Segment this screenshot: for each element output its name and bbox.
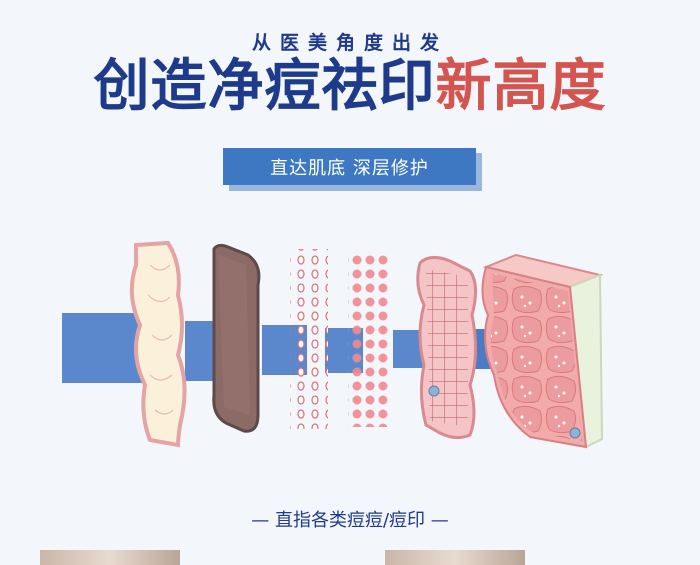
layer-dermis-block xyxy=(481,253,604,449)
layer-grid-mesh xyxy=(416,256,478,440)
layer-brown xyxy=(212,243,261,433)
caption: — 直指各类痘痘/痘印 — xyxy=(251,510,449,531)
headline-part-blue: 创造净痘祛印 xyxy=(93,54,436,119)
layer-red-dots xyxy=(348,253,390,427)
product-photo-left xyxy=(40,550,180,565)
headline-part-red: 新高度 xyxy=(435,54,607,119)
skin-layers-diagram xyxy=(62,240,604,449)
layer-white-dots xyxy=(290,249,328,429)
layer-epidermis xyxy=(129,240,187,448)
kicker-text: 从医美角度出发 xyxy=(251,32,448,54)
ribbon-text: 直达肌底 深层修护 xyxy=(270,157,429,179)
product-photo-right xyxy=(385,550,525,565)
headline: 创造净痘祛印新高度 xyxy=(0,56,700,118)
ribbon-banner: 直达肌底 深层修护 xyxy=(223,148,482,191)
